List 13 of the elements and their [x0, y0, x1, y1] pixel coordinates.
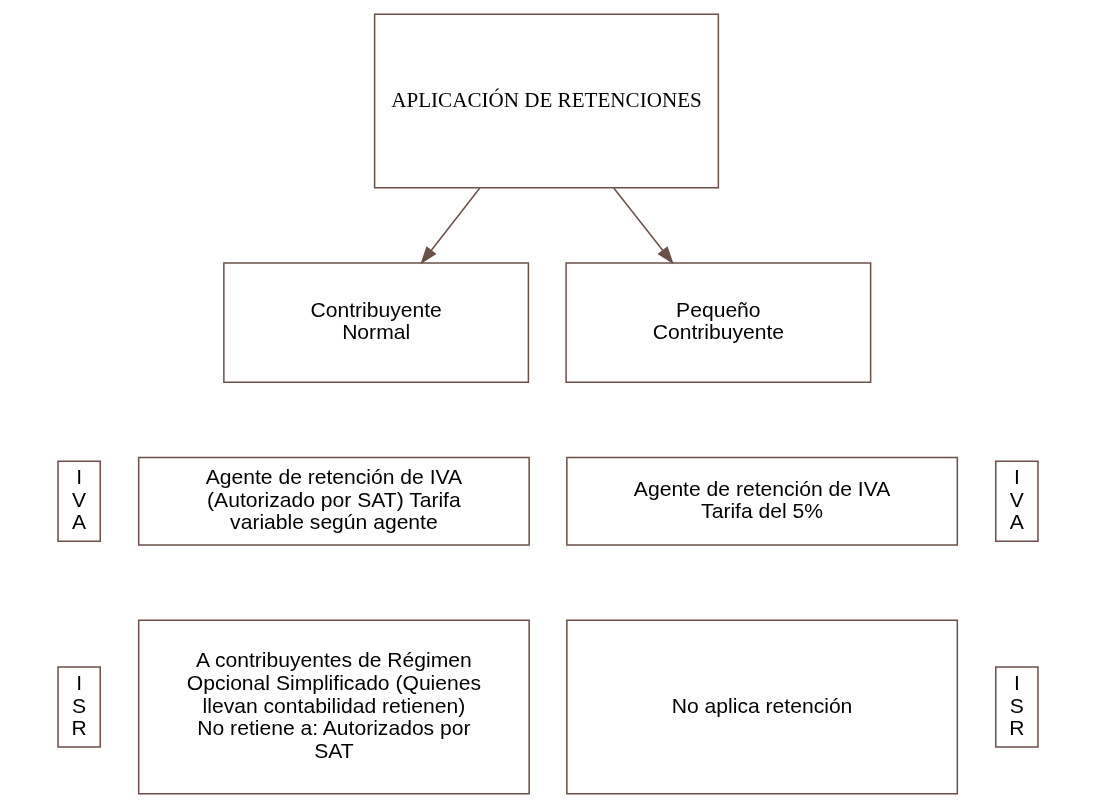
node-box: Agente de retención de IVA Tarifa del 5%	[566, 456, 959, 546]
node-box: APLICACIÓN DE RETENCIONES	[373, 13, 720, 189]
node-box: I S R	[995, 666, 1039, 748]
node-box: A contribuyentes de Régimen Opcional Simplificado (Quienes llevan contabilidad retienen) No retiene a: Autorizados por SAT	[137, 619, 530, 795]
node-box: Contribuyente Normal	[223, 262, 530, 383]
node-box: Pequeño Contribuyente	[565, 262, 872, 383]
node-box: I V A	[57, 460, 101, 542]
arrow	[613, 187, 674, 265]
node-box: I S R	[57, 666, 101, 748]
node-box: No aplica retención	[566, 619, 959, 795]
node-box: I V A	[995, 460, 1039, 542]
arrow	[420, 187, 481, 265]
node-box: Agente de retención de IVA (Autorizado por SAT) Tarifa variable según agente	[137, 456, 530, 546]
